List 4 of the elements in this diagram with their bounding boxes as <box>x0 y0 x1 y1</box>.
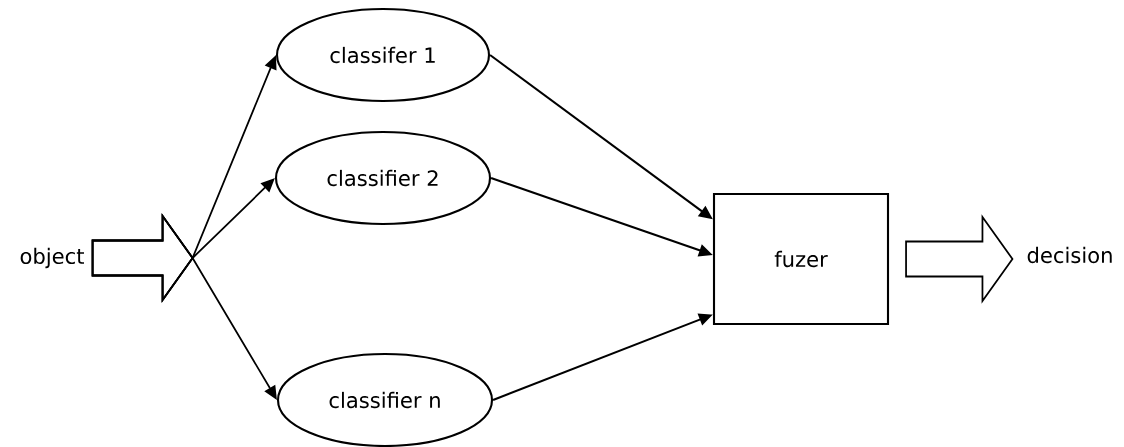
process-box: fuzer <box>712 192 890 326</box>
label-text: decision <box>1027 246 1112 264</box>
label-text: object <box>20 247 84 269</box>
block-arrow <box>905 214 1014 304</box>
